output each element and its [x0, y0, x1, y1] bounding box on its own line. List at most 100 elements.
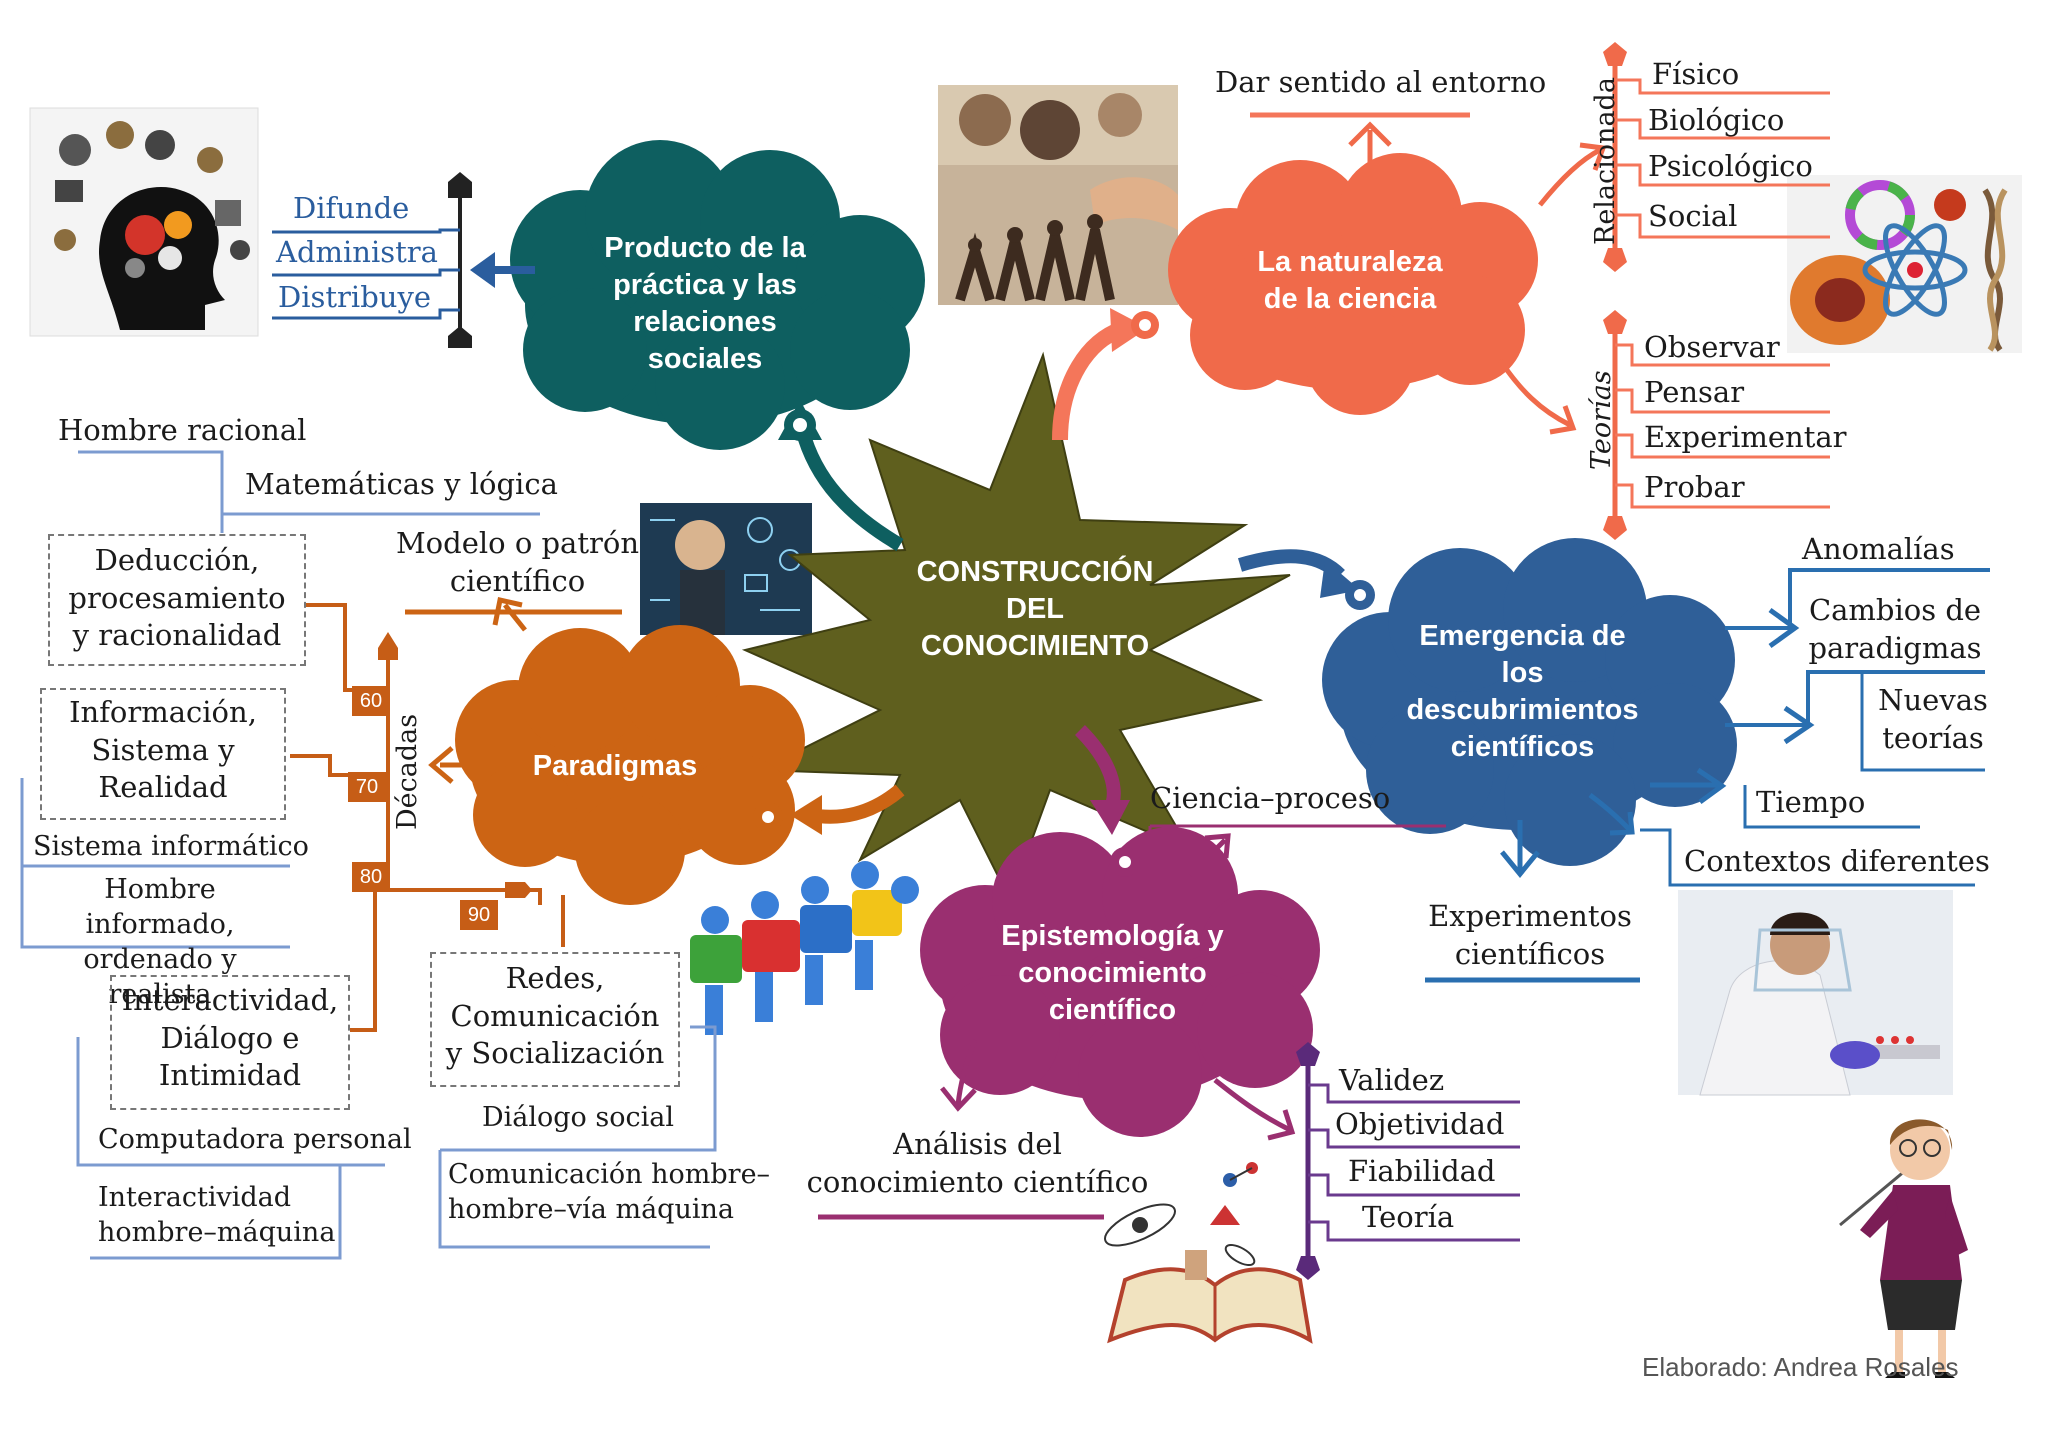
- objetividad-text: Objetividad: [1335, 1107, 1505, 1141]
- decade-60: 60: [352, 686, 390, 716]
- redes-text: Redes, Comunicación y Socialización: [430, 960, 680, 1073]
- relacionada-item-social: Social: [1648, 199, 1738, 233]
- producto-line: relaciones: [633, 306, 777, 339]
- emergencia-line: los: [1501, 657, 1544, 690]
- center-line-2: DEL: [1006, 592, 1064, 625]
- comunicacion-hm-line: hombre–vía máquina: [448, 1194, 734, 1226]
- computadora-personal-text: Computadora personal: [98, 1124, 412, 1155]
- deduccion-line: Deducción,: [94, 543, 260, 577]
- deduccion-text: Deducción, procesamiento y racionalidad: [48, 542, 306, 655]
- relacionada-item-fisico: Físico: [1652, 57, 1740, 91]
- sistema-informatico-text: Sistema informático: [33, 831, 309, 862]
- deduccion-line: y racionalidad: [72, 618, 282, 653]
- puzzle-teamwork-image: [690, 861, 919, 1035]
- nuevas-teorias-text: Nuevas teorías: [1868, 682, 1998, 757]
- digital-interface-image: [640, 503, 812, 635]
- comunicacion-hm-line: Comunicación hombre–: [448, 1159, 771, 1190]
- producto-line: práctica y las: [613, 269, 797, 302]
- teacher-figure-image: [1839, 1119, 1968, 1378]
- decade-70: 70: [348, 772, 386, 802]
- epistemologia-line: Epistemología y: [1001, 920, 1224, 952]
- analisis-text: Análisis del conocimiento científico: [800, 1126, 1155, 1201]
- deduccion-line: procesamiento: [68, 580, 286, 615]
- informacion-line: Sistema y: [91, 732, 235, 767]
- informacion-line: Realidad: [98, 770, 228, 805]
- science-book-image: [1104, 1162, 1313, 1344]
- relacionada-item-psicologico: Psicológico: [1648, 149, 1813, 183]
- naturaleza-label: La naturaleza de la ciencia: [1225, 244, 1475, 318]
- teorias-label: Teorías: [1586, 370, 1617, 470]
- decade-90: 90: [460, 900, 498, 930]
- hombre-racional-text: Hombre racional: [58, 413, 307, 447]
- contextos-text: Contextos diferentes: [1684, 844, 1990, 878]
- modelo-line: científico: [449, 563, 586, 598]
- center-line-1: CONSTRUCCIÓN: [916, 556, 1154, 588]
- relacionada-item-biologico: Biológico: [1648, 103, 1785, 137]
- epistemologia-cloud: [920, 827, 1320, 1137]
- interactividad-hm-text: Interactividad hombre–máquina: [98, 1180, 335, 1250]
- teorias-item-probar: Probar: [1644, 470, 1745, 504]
- comunicacion-hm-text: Comunicación hombre– hombre–vía máquina: [448, 1157, 770, 1227]
- epistemologia-label: Epistemología y conocimiento científico: [975, 918, 1250, 1029]
- paradigmas-label: Paradigmas: [510, 748, 720, 785]
- interactividad-line: Intimidad: [158, 1058, 302, 1093]
- credit-text: Elaborado: Andrea Rosales: [1642, 1352, 1959, 1382]
- emergencia-label: Emergencia de los descubrimientos cientí…: [1385, 618, 1660, 766]
- naturaleza-line: La naturaleza: [1257, 246, 1443, 278]
- nuevas-line: Nuevas: [1878, 683, 1988, 717]
- emergencia-line: Emergencia de: [1419, 620, 1626, 652]
- interactividad-hm-line: hombre–máquina: [98, 1217, 336, 1249]
- producto-line: sociales: [647, 343, 763, 376]
- redes-line: y Socialización: [445, 1036, 665, 1071]
- history-collage-image: [938, 85, 1178, 305]
- experimentos-line: científicos: [1454, 936, 1606, 971]
- informacion-line: Información,: [69, 695, 257, 729]
- interactividad-hm-line: Interactividad: [98, 1182, 292, 1213]
- paradigmas-cloud: [455, 625, 805, 905]
- decadas-label: Décadas: [392, 713, 423, 830]
- dar-sentido-text: Dar sentido al entorno: [1215, 65, 1547, 99]
- hombre-informado-line: Hombre informado,: [85, 874, 235, 941]
- naturaleza-cloud: [1131, 153, 1538, 415]
- emergencia-line: descubrimientos: [1406, 694, 1639, 727]
- redes-line: Redes,: [505, 961, 605, 995]
- decade-80: 80: [352, 862, 390, 892]
- naturaleza-line: de la ciencia: [1263, 283, 1437, 316]
- emergencia-line: científicos: [1450, 731, 1595, 764]
- analisis-line: conocimiento científico: [806, 1164, 1149, 1199]
- interactividad-box: [110, 975, 350, 1110]
- center-starburst: [741, 351, 1291, 903]
- producto-cloud: [510, 140, 925, 450]
- interactividad-text: Interactividad, Diálogo e Intimidad: [110, 982, 350, 1095]
- redes-box: [430, 952, 680, 1087]
- matematicas-text: Matemáticas y lógica: [245, 467, 558, 501]
- teoria-text: Teoría: [1362, 1200, 1455, 1234]
- center-title: CONSTRUCCIÓN DEL CONOCIMIENTO: [905, 554, 1165, 664]
- lab-scientist-image: [1678, 890, 1953, 1096]
- epistemologia-line: conocimiento: [1018, 957, 1207, 990]
- deduccion-box: [48, 534, 306, 666]
- tiempo-text: Tiempo: [1756, 785, 1866, 819]
- informacion-box: [40, 688, 286, 820]
- dialogo-social-text: Diálogo social: [482, 1102, 674, 1133]
- cambios-line: paradigmas: [1808, 630, 1982, 665]
- producto-item-difunde: Difunde: [293, 191, 410, 225]
- teorias-item-observar: Observar: [1644, 330, 1780, 364]
- head-gears-image: [29, 107, 259, 337]
- cambios-line: Cambios de: [1808, 593, 1982, 627]
- producto-item-administra: Administra: [276, 235, 438, 269]
- validez-text: Validez: [1339, 1063, 1445, 1097]
- relacionada-label: Relacionada: [1590, 77, 1621, 245]
- anomalias-text: Anomalías: [1802, 532, 1955, 566]
- teorias-item-experimentar: Experimentar: [1644, 420, 1847, 454]
- epistemologia-line: científico: [1048, 994, 1177, 1027]
- paradigmas-line: Paradigmas: [532, 750, 698, 782]
- producto-label: Producto de la práctica y las relaciones…: [570, 230, 840, 378]
- modelo-patron-text: Modelo o patrón científico: [395, 525, 640, 600]
- fiabilidad-text: Fiabilidad: [1348, 1154, 1496, 1188]
- redes-line: Comunicación: [450, 998, 660, 1033]
- nuevas-line: teorías: [1882, 720, 1984, 755]
- experimentos-text: Experimentos científicos: [1410, 898, 1650, 973]
- ciencia-proceso-text: Ciencia–proceso: [1150, 781, 1391, 815]
- science-collage-image: [1787, 175, 2022, 353]
